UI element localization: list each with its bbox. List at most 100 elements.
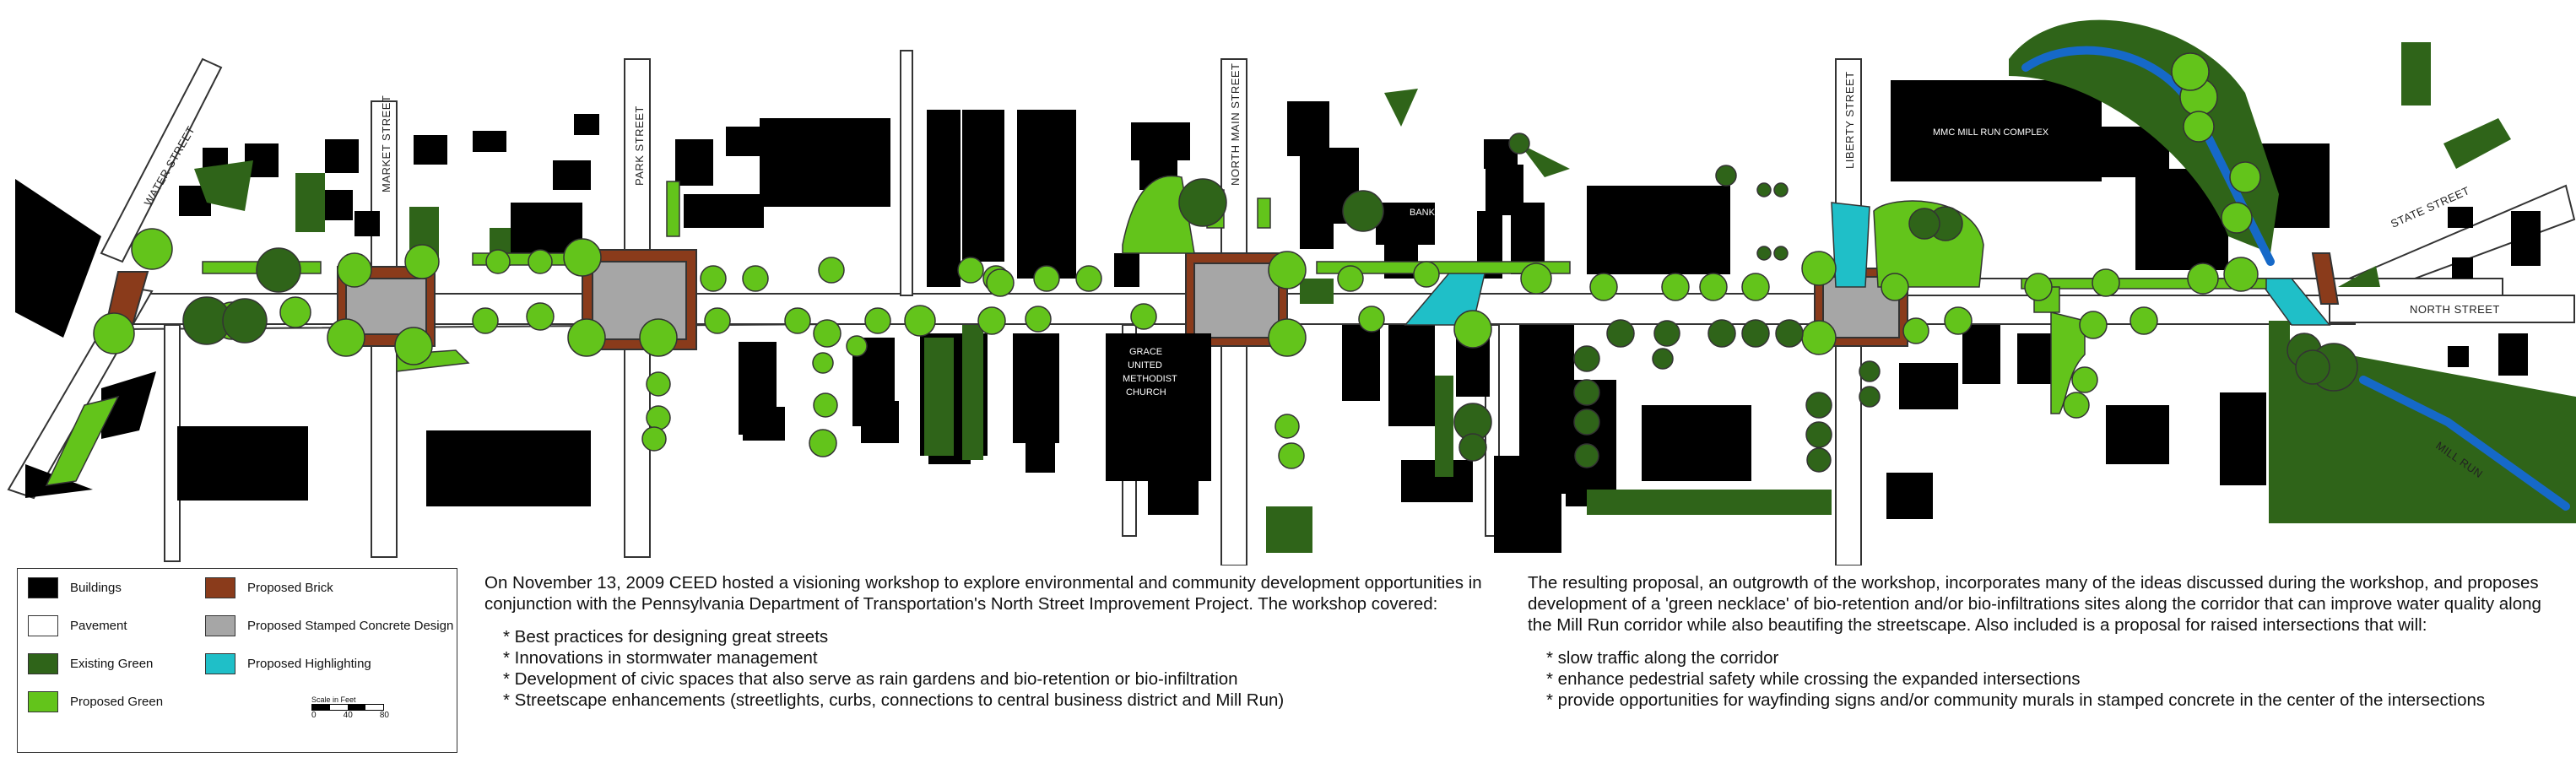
existing-tree xyxy=(1773,182,1789,198)
building xyxy=(15,179,101,338)
proposed-tree xyxy=(809,429,837,457)
proposed-tree xyxy=(337,252,372,288)
existing-tree xyxy=(222,298,268,344)
proposed-tree xyxy=(472,307,499,334)
proposed-tree xyxy=(1902,317,1929,344)
map-legend: Buildings Pavement Existing Green Propos… xyxy=(17,568,457,753)
building xyxy=(962,110,1004,262)
existing-tree xyxy=(1574,443,1599,468)
workshop-topics-list: * Best practices for designing great str… xyxy=(484,626,1497,711)
proposed-tree xyxy=(977,306,1006,335)
proposed-tree xyxy=(2092,268,2120,297)
proposed-tree xyxy=(2221,202,2253,234)
building xyxy=(1287,101,1329,156)
existing-tree xyxy=(1178,178,1227,227)
building xyxy=(2106,405,2169,464)
proposed-tree xyxy=(2183,111,2215,143)
building xyxy=(1899,363,1958,409)
proposed-tree xyxy=(2229,161,2261,193)
proposed-tree xyxy=(1025,306,1052,333)
building xyxy=(2220,392,2266,485)
mill-run-south-stream xyxy=(2359,376,2570,511)
existing-tree xyxy=(2295,349,2330,385)
legend-item-proposed-brick: Proposed Brick xyxy=(205,577,333,598)
legend-label: Buildings xyxy=(70,581,122,595)
scale-ticks: 0 40 80 xyxy=(311,711,389,720)
legend-label: Proposed Brick xyxy=(247,581,333,595)
building xyxy=(321,190,353,220)
proposed-tree xyxy=(1337,265,1364,292)
existing-tree xyxy=(1859,360,1881,382)
legend-item-highlighting: Proposed Highlighting xyxy=(205,653,371,674)
building xyxy=(675,139,713,186)
existing-tree xyxy=(1342,190,1384,232)
building xyxy=(684,194,764,228)
existing-tree xyxy=(1805,421,1832,448)
building xyxy=(2448,346,2469,367)
building xyxy=(574,114,599,135)
existing-green-strip xyxy=(1587,490,1832,515)
alley-road xyxy=(900,50,913,296)
proposed-tree xyxy=(279,296,311,328)
proposed-tree xyxy=(1278,442,1305,469)
existing-tree xyxy=(1805,392,1832,419)
building xyxy=(354,211,380,236)
label-north-street: NORTH STREET xyxy=(2410,303,2500,316)
building xyxy=(1494,456,1561,553)
existing-tree xyxy=(1908,208,1940,240)
label-church-1: GRACE xyxy=(1129,347,1162,357)
building xyxy=(760,118,890,207)
proposed-tree xyxy=(567,318,606,357)
existing-tree xyxy=(1653,320,1680,347)
existing-tree xyxy=(1508,133,1530,154)
building xyxy=(726,127,760,156)
legend-label: Pavement xyxy=(70,619,127,633)
workshop-topic: * Best practices for designing great str… xyxy=(503,627,829,647)
existing-green-patch xyxy=(2443,118,2511,169)
building xyxy=(414,135,447,165)
building xyxy=(1131,122,1190,160)
legend-swatch xyxy=(205,577,235,598)
existing-tree xyxy=(1652,348,1674,370)
building xyxy=(2448,207,2473,228)
proposed-tree xyxy=(2187,262,2219,295)
existing-green-patch xyxy=(924,338,954,456)
building xyxy=(1886,473,1933,519)
building xyxy=(1013,333,1059,443)
proposed-tree xyxy=(812,352,834,374)
proposed-tree xyxy=(641,426,667,452)
proposed-tree xyxy=(1801,251,1837,286)
legend-swatch xyxy=(28,615,58,636)
proposed-tree xyxy=(864,307,891,334)
building xyxy=(1962,325,2000,384)
proposed-tree xyxy=(704,307,731,334)
proposed-tree xyxy=(93,312,135,354)
proposed-tree xyxy=(646,405,671,430)
workshop-intro: On November 13, 2009 CEED hosted a visio… xyxy=(484,573,1482,614)
legend-swatch xyxy=(205,653,235,674)
existing-tree xyxy=(1573,409,1600,436)
building xyxy=(2017,333,2055,384)
legend-item-pavement: Pavement xyxy=(28,615,127,636)
proposed-tree xyxy=(1358,306,1385,333)
proposed-tree xyxy=(639,318,678,357)
proposed-tree xyxy=(2079,311,2108,339)
building xyxy=(325,139,359,173)
building xyxy=(1376,203,1435,245)
building xyxy=(1388,325,1435,426)
proposed-tree xyxy=(1881,273,1909,301)
workshop-topic: * Innovations in stormwater management xyxy=(503,648,818,668)
proposed-tree xyxy=(742,265,769,292)
existing-green-patch xyxy=(962,325,983,460)
building xyxy=(861,401,899,443)
proposed-tree xyxy=(1033,265,1060,292)
existing-green-patch xyxy=(1300,279,1334,304)
existing-tree xyxy=(1458,433,1487,462)
building xyxy=(1106,333,1211,481)
building xyxy=(177,426,308,501)
stamped-north-main xyxy=(1193,262,1280,338)
existing-tree xyxy=(1606,319,1635,348)
proposed-green-strip xyxy=(666,181,680,237)
proposed-tree xyxy=(784,307,811,334)
proposed-tree xyxy=(1589,273,1618,301)
